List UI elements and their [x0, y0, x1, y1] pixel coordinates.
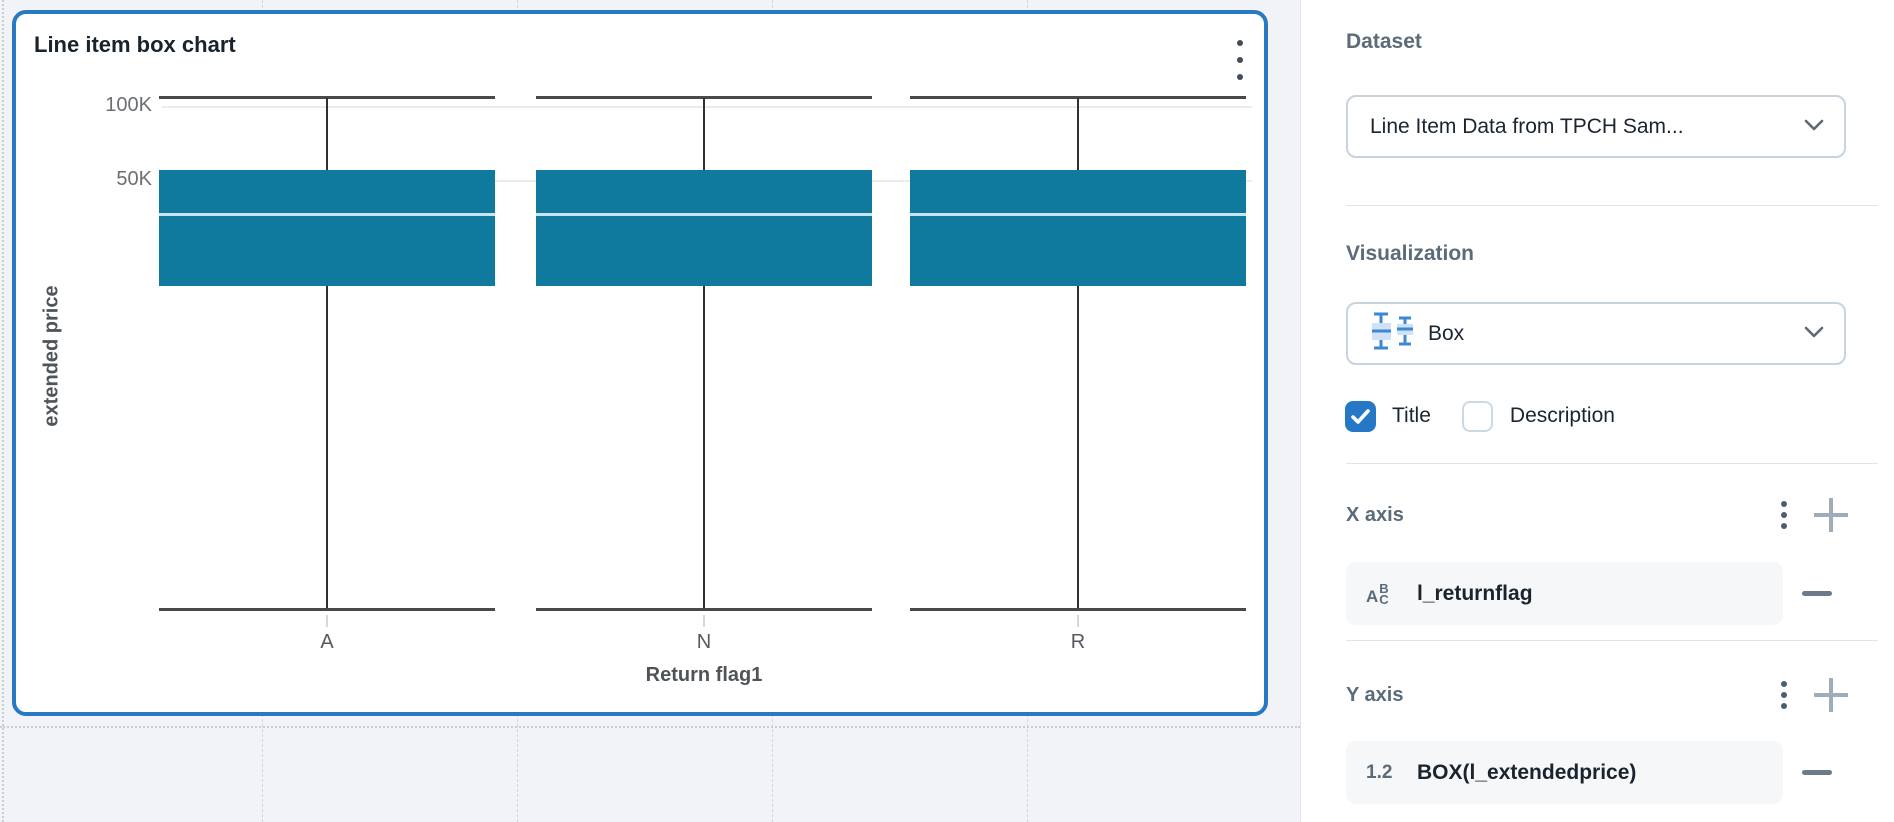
canvas-grid-dotted-edge [2, 0, 4, 822]
x-tick-label: A [320, 631, 334, 654]
number-type-icon: 1.2 [1366, 761, 1393, 783]
y-axis-field-pill[interactable]: 1.2 BOX(l_extendedprice) [1346, 741, 1783, 804]
dashboard-canvas: Line item box chart extended price Retur… [0, 0, 1300, 822]
x-axis-title: Return flag1 [645, 664, 763, 686]
median-line [159, 212, 495, 216]
chart-card[interactable]: Line item box chart extended price Retur… [12, 10, 1268, 716]
chevron-down-icon [1804, 325, 1824, 343]
whisker-line [703, 97, 705, 170]
y-tick-label: 100K [105, 94, 152, 116]
kebab-vertical-icon[interactable] [1233, 40, 1247, 80]
y-axis-heading: Y axis [1346, 683, 1404, 706]
dataset-select-value: Line Item Data from TPCH Sam... [1370, 114, 1684, 138]
median-line [910, 212, 1246, 216]
description-checkbox[interactable] [1461, 400, 1493, 432]
element-settings-panel: Dataset Line Item Data from TPCH Sam... … [1300, 0, 1894, 822]
y-tick-label: 50K [116, 168, 152, 191]
median-line [536, 212, 872, 216]
title-checkbox-label: Title [1392, 404, 1431, 427]
y-axis-section-header: Y axis [1346, 678, 1878, 712]
dataset-heading: Dataset [1346, 30, 1422, 53]
x-tick-label: N [696, 631, 712, 654]
x-tick-mark [326, 615, 328, 628]
x-tick-mark [703, 615, 705, 628]
whisker-line [326, 286, 328, 610]
x-axis-field-name: l_returnflag [1417, 581, 1533, 605]
whisker-bottom-cap [910, 607, 1246, 611]
x-tick-label: R [1070, 631, 1086, 654]
remove-x-field-minus-icon[interactable] [1802, 591, 1832, 596]
divider [1346, 463, 1878, 464]
y-gridline [162, 106, 1252, 108]
plus-icon[interactable] [1814, 498, 1848, 532]
whisker-line [703, 286, 705, 610]
title-description-toggles: Title Description [1345, 399, 1615, 433]
divider [1346, 205, 1878, 206]
chevron-down-icon [1804, 118, 1824, 136]
box[interactable] [159, 169, 495, 287]
divider [1346, 640, 1878, 641]
whisker-line [1077, 97, 1079, 170]
visualization-select[interactable]: Box [1346, 302, 1846, 365]
x-axis-heading: X axis [1346, 503, 1404, 526]
whisker-line [1077, 286, 1079, 610]
whisker-line [326, 97, 328, 170]
kebab-vertical-icon[interactable] [1780, 501, 1788, 529]
box[interactable] [910, 169, 1246, 287]
chart-title: Line item box chart [34, 32, 236, 57]
box-plot-icon [1370, 310, 1416, 357]
y-axis-title: extended price [40, 285, 63, 427]
plus-icon[interactable] [1814, 678, 1848, 712]
box-chart: extended price Return flag1 100K 50K A N R [16, 14, 1264, 712]
whisker-bottom-cap [159, 607, 495, 611]
canvas-grid-row-line [0, 726, 1300, 728]
dataset-select[interactable]: Line Item Data from TPCH Sam... [1346, 95, 1846, 158]
visualization-heading: Visualization [1346, 242, 1474, 265]
description-checkbox-label: Description [1509, 404, 1615, 427]
x-tick-mark [1077, 615, 1079, 628]
y-axis-field-name: BOX(l_extendedprice) [1417, 760, 1637, 784]
visualization-select-value: Box [1428, 321, 1465, 345]
remove-y-field-minus-icon[interactable] [1802, 770, 1832, 775]
whisker-bottom-cap [536, 607, 872, 611]
box[interactable] [536, 169, 872, 287]
kebab-vertical-icon[interactable] [1780, 681, 1788, 709]
x-axis-section-header: X axis [1346, 498, 1878, 532]
title-checkbox[interactable] [1345, 400, 1376, 432]
